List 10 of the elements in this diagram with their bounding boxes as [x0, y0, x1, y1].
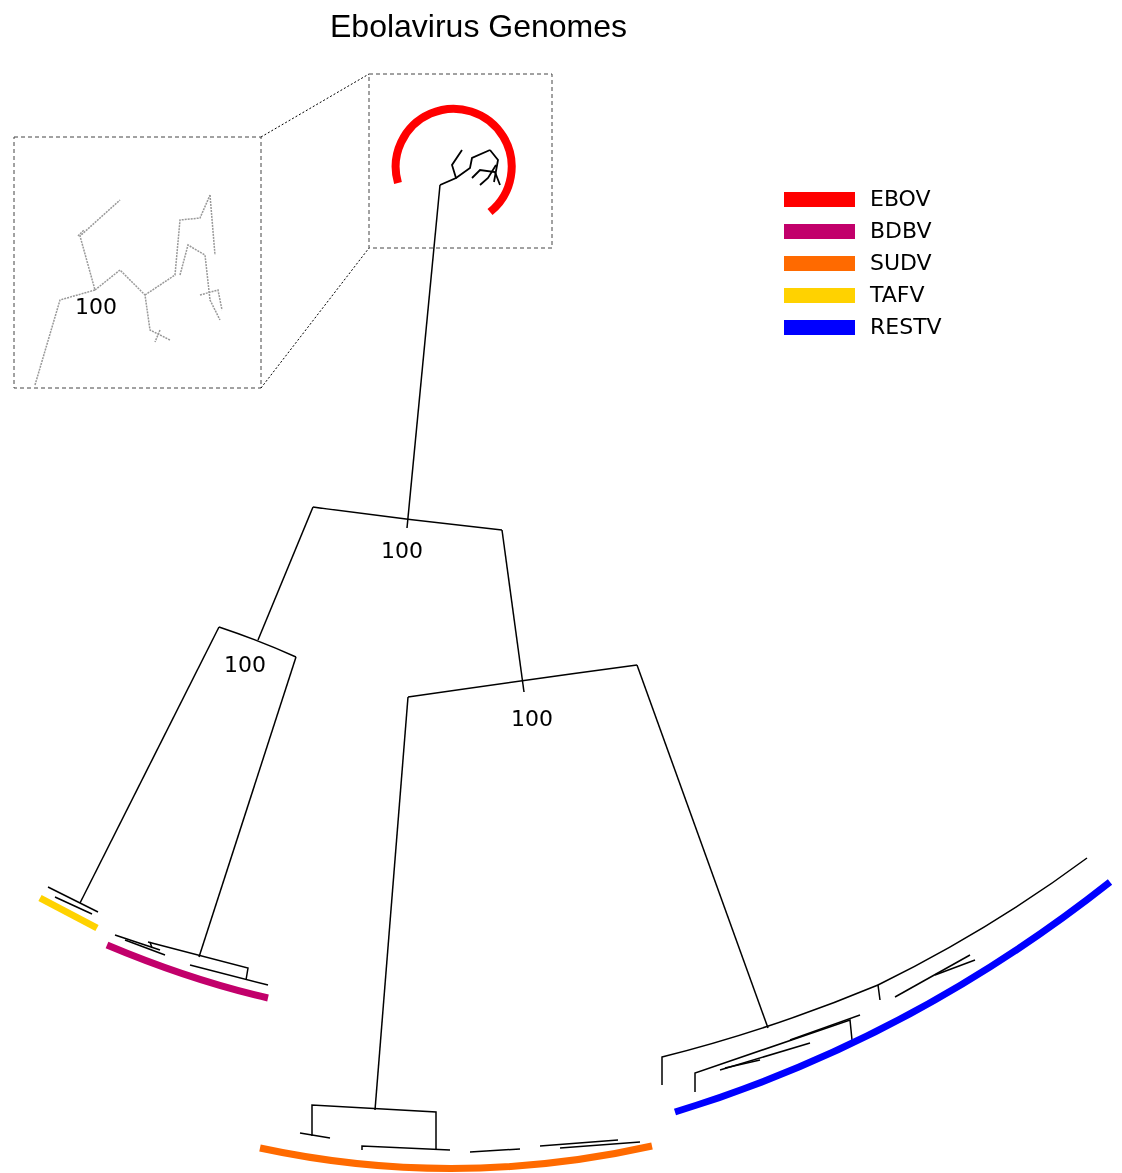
bootstrap-value: 100 [381, 538, 423, 563]
diagram-title: Ebolavirus Genomes [330, 8, 628, 45]
bootstrap-value: 100 [75, 294, 117, 319]
legend-label: EBOV [870, 186, 931, 211]
legend-label: SUDV [870, 250, 932, 275]
legend-label: BDBV [870, 218, 932, 243]
bootstrap-value: 100 [511, 706, 553, 731]
bootstrap-value: 100 [224, 652, 266, 677]
legend-label: RESTV [870, 314, 942, 339]
legend-label: TAFV [870, 282, 925, 307]
